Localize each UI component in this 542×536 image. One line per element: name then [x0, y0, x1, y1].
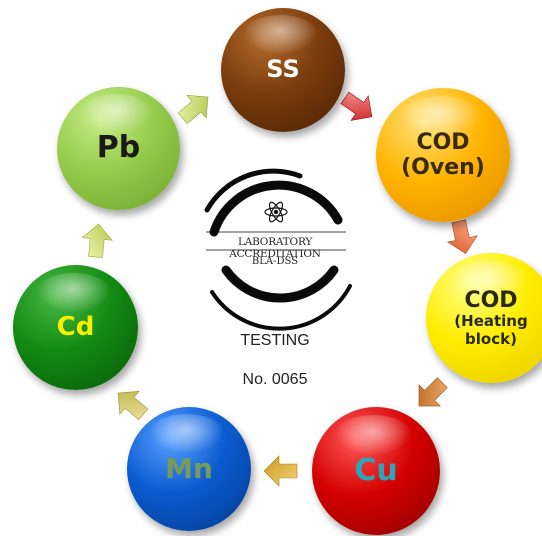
- node-pb: Pb: [57, 87, 180, 210]
- node-cu-label: Cu: [354, 452, 398, 488]
- testing-label: TESTING: [240, 332, 310, 349]
- logo-subtitle: BLA-DSS: [251, 256, 299, 267]
- gloss-highlight: [149, 414, 224, 455]
- testing-number: No. 0065: [242, 371, 308, 388]
- node-cod-oven-line2: (Oven): [401, 155, 485, 180]
- node-mn: Mn: [127, 407, 251, 531]
- node-cod-oven-line1: COD: [416, 129, 470, 155]
- arrow-cod-oven-to-cod-heating: [446, 219, 478, 255]
- logo-title: LABORATORY ACCREDITATION: [229, 236, 321, 260]
- node-ss: SS: [221, 8, 345, 132]
- node-cod-heating-line3: block): [465, 329, 517, 348]
- node-cod-heating-line1: COD: [464, 288, 518, 314]
- node-cod-oven: COD (Oven): [376, 88, 510, 222]
- node-cu: Cu: [312, 407, 440, 535]
- node-cd: Cd: [13, 265, 138, 390]
- arrow-cod-heating-to-cu: [418, 377, 448, 407]
- gloss-highlight: [79, 94, 153, 134]
- node-pb-label: Pb: [96, 130, 141, 166]
- gloss-highlight: [35, 272, 111, 313]
- arrow-cd-to-pb: [81, 223, 113, 258]
- gloss-highlight: [243, 15, 318, 56]
- arrow-mn-to-cd: [117, 390, 149, 421]
- node-cod-heating-line2: (Heating: [454, 312, 528, 331]
- node-ss-label: SS: [266, 55, 300, 84]
- accreditation-logo: [204, 168, 352, 331]
- arrow-pb-to-ss: [177, 94, 209, 125]
- atom-icon: [264, 201, 288, 223]
- gloss-highlight: [335, 414, 412, 456]
- arrow-ss-to-cod-oven: [340, 91, 373, 121]
- node-cd-label: Cd: [56, 311, 95, 342]
- arrow-cu-to-mn: [263, 455, 298, 487]
- node-mn-label: Mn: [165, 451, 213, 485]
